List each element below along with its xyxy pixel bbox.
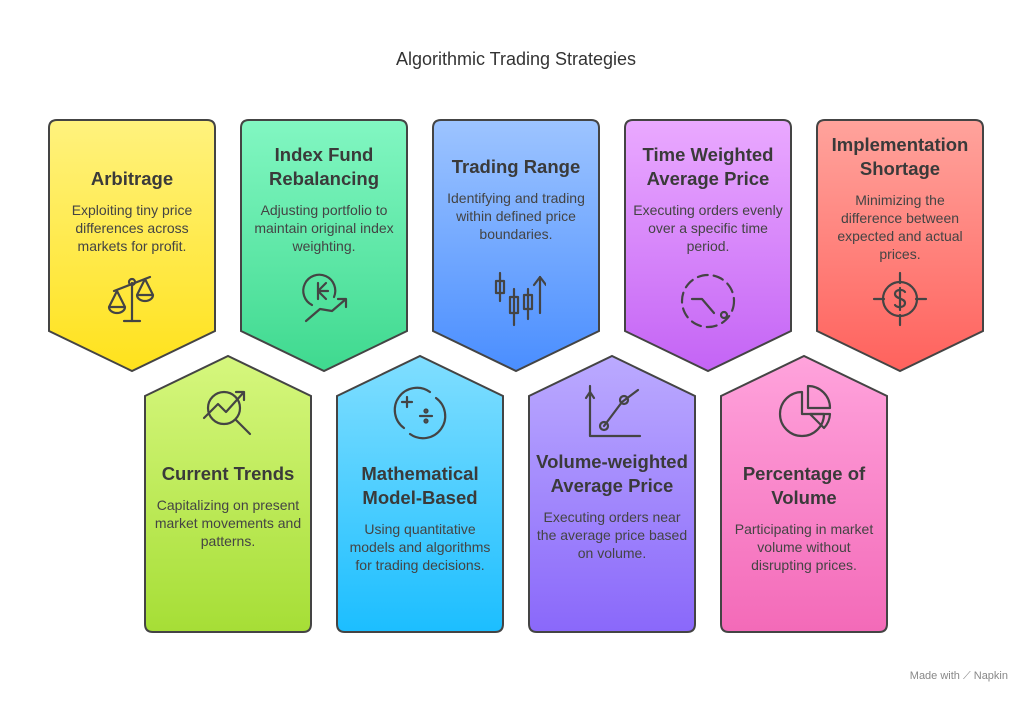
card-shape [720, 354, 888, 633]
card-shape [528, 354, 696, 633]
card-shape [816, 119, 984, 373]
card-description: Executing orders near the average price … [536, 509, 688, 561]
brand-label: Napkin [973, 670, 1008, 682]
card-description: Capitalizing on present market movements… [154, 497, 302, 549]
diagram-title: Algorithmic Trading Strategies [395, 49, 637, 69]
candlestick-icon [494, 271, 546, 327]
made-with-label: Made with [909, 670, 960, 682]
pie-chart-icon [778, 384, 832, 438]
footer-credit: Made with ⟋ Napkin [910, 670, 1008, 683]
card-title: Implementation Shortage [831, 134, 969, 179]
card-title: Trading Range [451, 156, 581, 177]
card-title: Arbitrage [90, 168, 174, 189]
card-description: Using quantitative models and algorithms… [349, 521, 491, 573]
card-shape [336, 354, 504, 633]
card-shape [48, 119, 216, 373]
card-shape [624, 119, 792, 373]
clock-dashed-icon [680, 273, 736, 329]
card-description: Executing orders evenly over a specific … [633, 202, 783, 254]
trend-search-icon [202, 390, 252, 436]
card-title: Current Trends [161, 463, 295, 484]
card-title: Percentage of Volume [742, 463, 866, 508]
dollar-target-icon [872, 271, 928, 327]
card-title: Index Fund Rebalancing [269, 144, 379, 189]
card-description: Exploiting tiny price differences across… [71, 202, 193, 254]
card-title: Time Weighted Average Price [642, 144, 774, 189]
card-shape [144, 354, 312, 633]
math-cycle-icon [393, 386, 447, 440]
index-growth-icon [302, 273, 348, 323]
card-shape [240, 119, 408, 373]
card-shape [432, 119, 600, 373]
card-description: Participating in market volume without d… [734, 521, 874, 573]
line-graph-icon [584, 384, 642, 438]
card-description: Minimizing the difference between expect… [837, 192, 963, 262]
balance-scale-icon [107, 275, 155, 323]
card-description: Adjusting portfolio to maintain original… [254, 202, 394, 254]
card-title: Mathematical Model-Based [361, 463, 479, 508]
card-title: Volume-weighted Average Price [536, 451, 688, 496]
card-description: Identifying and trading within defined p… [447, 190, 585, 242]
napkin-logo-icon: ⟋ [962, 670, 971, 682]
